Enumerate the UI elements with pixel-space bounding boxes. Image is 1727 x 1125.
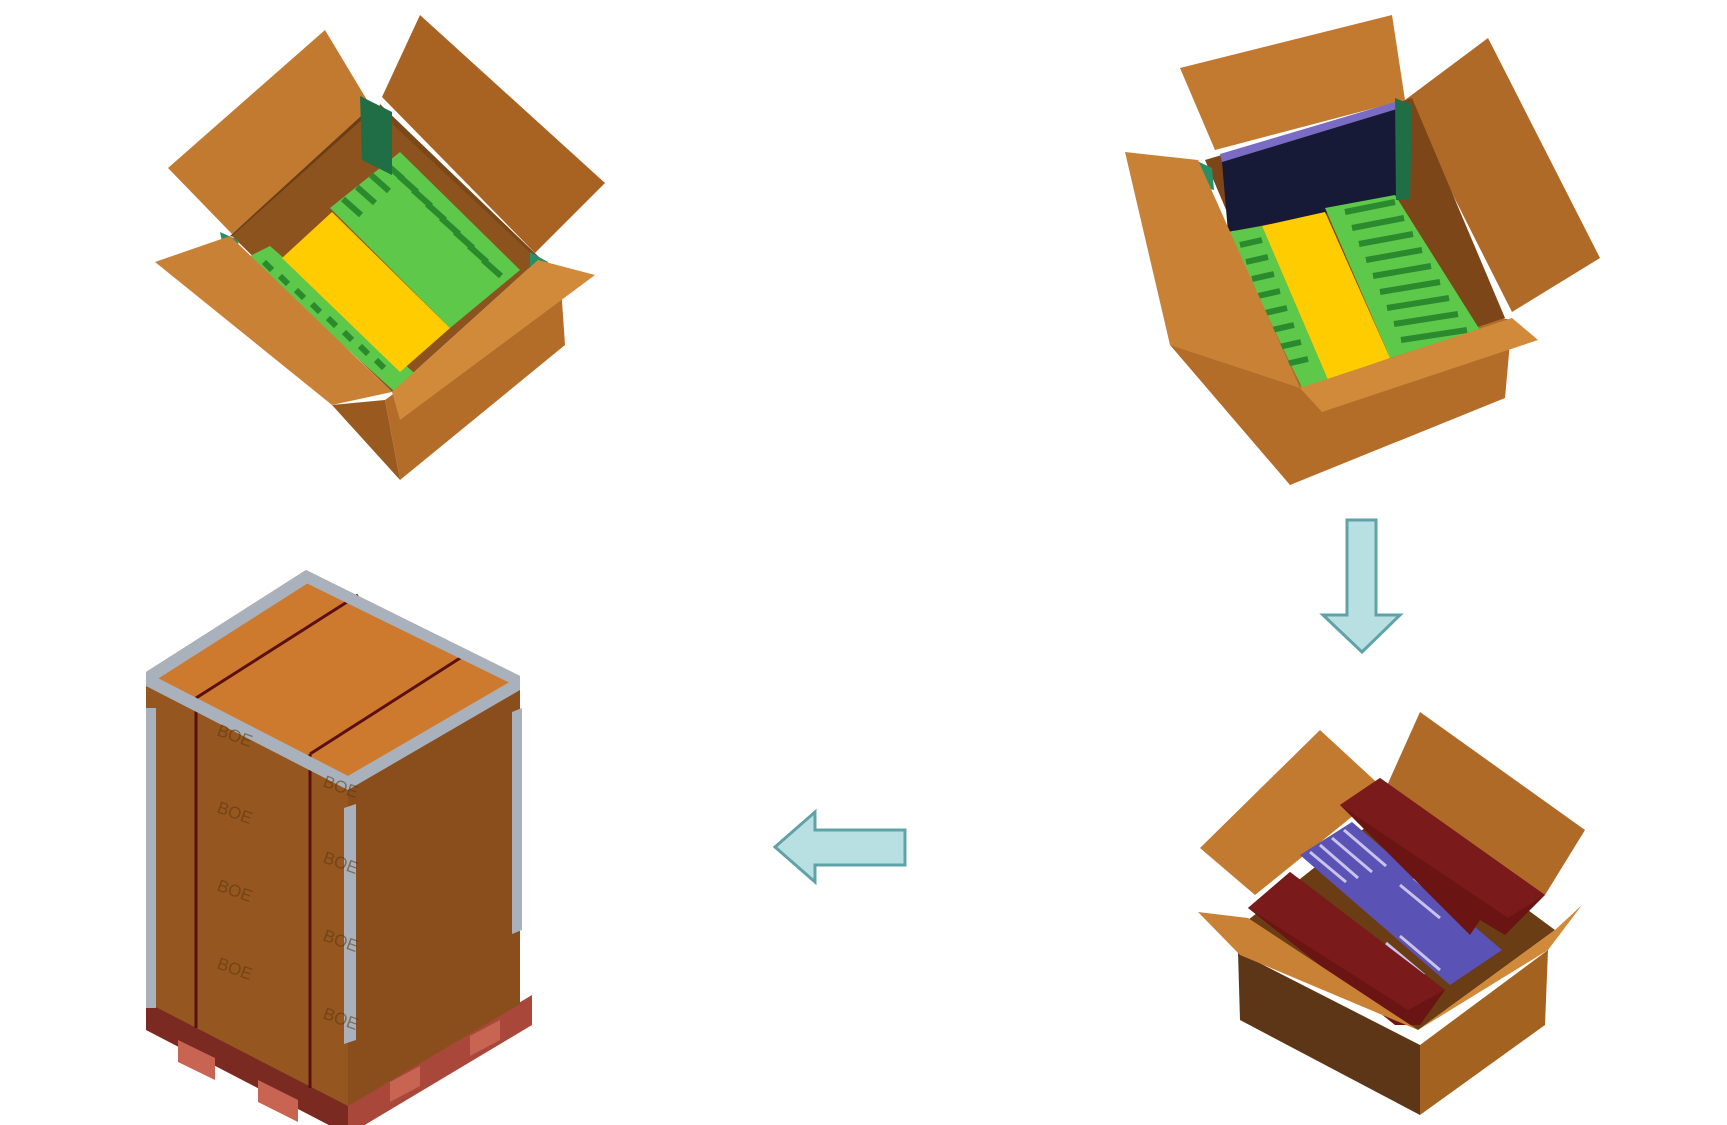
panel-rod-array: [1300, 822, 1502, 985]
corner-guard-right: [512, 708, 522, 934]
display-panel-edge: [1220, 100, 1402, 162]
box-flap-front: [1300, 318, 1538, 412]
step-1-open-box-with-trays: [155, 15, 605, 480]
step-2-box-with-panel: [1125, 15, 1600, 485]
box-side-right: [1420, 950, 1548, 1115]
tray-ribs: [1239, 199, 1468, 367]
box-flap-right: [1405, 38, 1600, 312]
box-flap-back-right: [382, 15, 605, 253]
arrow-left-shape: [772, 808, 907, 886]
display-panel: [1222, 108, 1400, 232]
pallet-left: [146, 1000, 348, 1125]
green-tray-back: [330, 152, 520, 328]
box-flap-front-left: [155, 236, 392, 405]
corner-post-back: [360, 96, 392, 175]
box-side-left: [1238, 952, 1420, 1115]
box-flap-front-left: [1198, 912, 1418, 1030]
foam-cap-front-top: [1248, 872, 1445, 1010]
step-3-box-with-foam-caps: [1198, 712, 1585, 1115]
yellow-pad: [282, 212, 450, 372]
box-side-front: [332, 400, 400, 480]
carton-face-right: [348, 676, 520, 1106]
straps: [194, 593, 469, 1088]
arrow-down-shape: [1319, 518, 1404, 655]
corner-guard-front: [344, 804, 356, 1044]
box-flap-front-right: [392, 260, 595, 420]
box-flap-back-right: [1385, 712, 1585, 895]
step-4-carton-on-pallet: BOE BOE BOE BOE BOE BOE BOE BOE: [146, 570, 532, 1125]
foam-cap-back-top: [1340, 778, 1545, 918]
box-flap-left: [1125, 152, 1300, 388]
box-flap-back-left: [1200, 730, 1385, 895]
box-flap-back-left: [168, 30, 373, 234]
arrow-down: [1319, 518, 1404, 655]
arrow-left: [772, 808, 907, 886]
pallet-slats: [178, 1020, 500, 1122]
corner-guards-top: [146, 570, 520, 790]
box-flap-back: [1180, 15, 1405, 150]
corner-guard-left: [146, 708, 156, 1008]
yellow-pad: [1262, 212, 1390, 380]
corner-post-back: [1395, 98, 1412, 200]
